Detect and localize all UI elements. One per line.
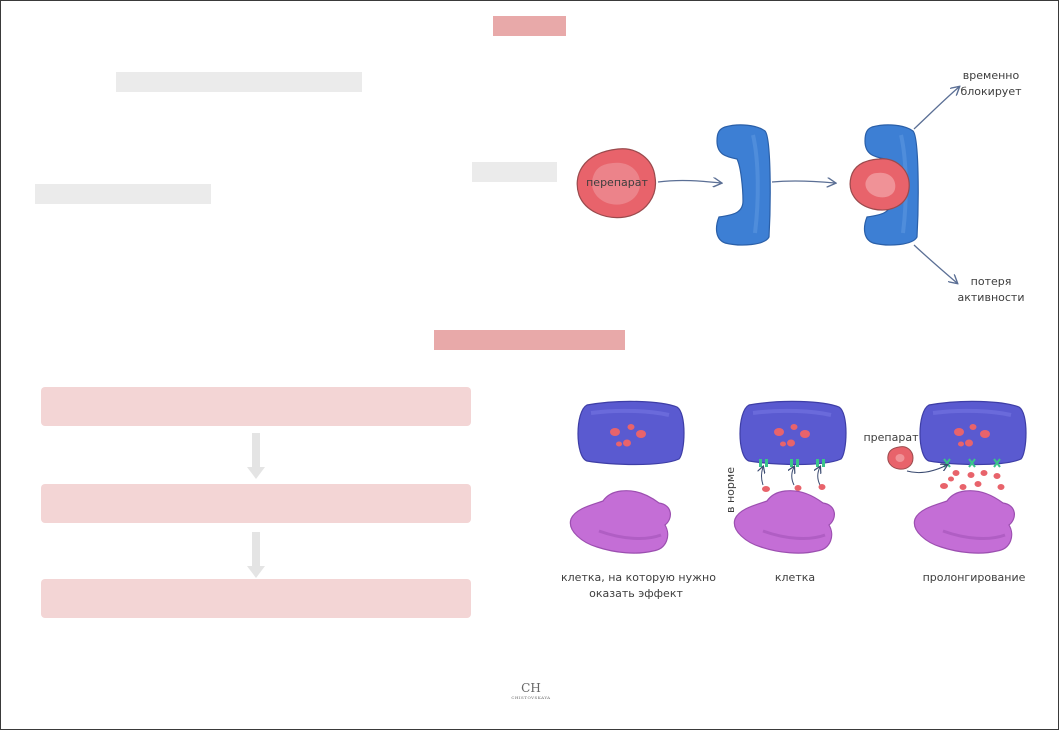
molecules-panel-2	[762, 484, 826, 492]
arrow-drug-to-receptor	[657, 180, 721, 183]
drug-label-bottom: препарат	[863, 431, 919, 444]
outcome-label-bottom-2: активности	[957, 291, 1025, 304]
arrow-to-blocks	[913, 87, 959, 130]
flow-box-2	[41, 484, 471, 523]
drug-label-top: перепарат	[586, 176, 648, 189]
drug-blob	[576, 148, 657, 219]
outcome-label-top-1: временно	[962, 69, 1020, 82]
side-label-normal: в норме	[724, 467, 737, 513]
receptor-drug-complex	[849, 124, 919, 246]
outcome-label-top-2: блокирует	[960, 85, 1022, 98]
release-arrows-panel-2	[762, 467, 821, 486]
indigo-cell-1	[577, 400, 685, 466]
diagram-label-placeholder	[472, 162, 557, 182]
logo-name: CHISTOVSKAYA	[511, 695, 551, 700]
outcome-label-bottom-1: потеря	[970, 275, 1012, 288]
channels-panel-2	[759, 459, 825, 467]
indigo-cell-2	[739, 400, 847, 466]
molecules-panel-3	[940, 470, 1005, 490]
flow-box-3	[41, 579, 471, 618]
violet-cell-3	[913, 490, 1015, 554]
receptor-empty	[715, 124, 771, 246]
caption-cell: клетка	[774, 571, 816, 584]
caption-target-cell-2: оказать эффект	[589, 587, 683, 600]
flow-arrow-2	[247, 532, 265, 578]
arrow-to-loss	[913, 244, 957, 283]
drug-small	[887, 446, 914, 470]
flow-box-1	[41, 387, 471, 426]
violet-cell-2	[733, 490, 835, 554]
logo-monogram: CH	[521, 681, 541, 695]
text-placeholder-1	[116, 72, 362, 92]
top-title-placeholder	[493, 16, 566, 36]
caption-prolonged: пролонгирование	[922, 571, 1026, 584]
caption-target-cell-1: клетка, на которую нужно	[561, 571, 716, 584]
violet-cell-1	[569, 490, 671, 554]
text-placeholder-2	[35, 184, 211, 204]
arrow-drug-to-cell	[906, 465, 947, 474]
flow-arrow-1	[247, 433, 265, 479]
indigo-cell-3	[919, 400, 1027, 466]
brand-logo: CH CHISTOVSKAYA	[501, 681, 561, 711]
arrow-receptor-to-complex	[771, 181, 835, 183]
section-title-placeholder	[434, 330, 625, 350]
